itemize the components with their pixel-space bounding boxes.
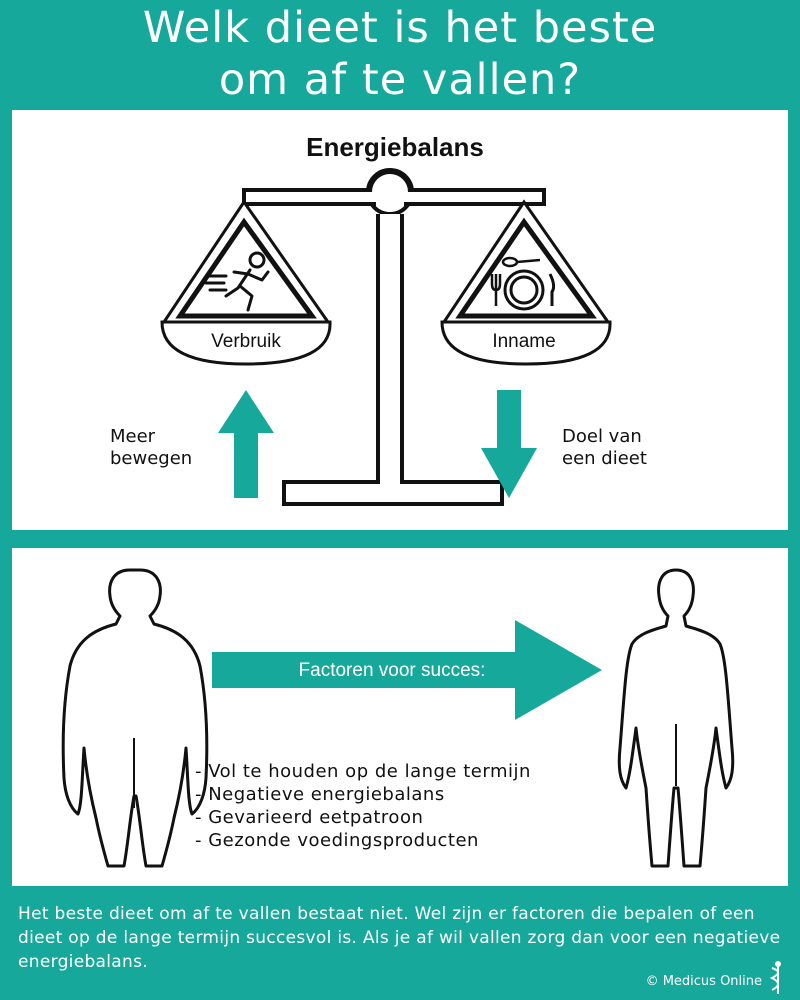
left-arrow-text: Meer bewegen	[110, 426, 192, 470]
plate-cutlery-icon	[490, 256, 556, 311]
scale-pillar	[282, 214, 504, 506]
list-item: - Negatieve energiebalans	[195, 784, 445, 805]
left-arrow-text-line2: bewegen	[110, 448, 193, 469]
body-transformation-illustration: Factoren voor succes:	[61, 568, 735, 868]
left-pan	[160, 199, 332, 366]
right-arrow-text: Doel van een dieet	[562, 426, 647, 470]
left-pan-label: Verbruik	[211, 331, 281, 352]
page-title: Welk dieet is het beste om af te vallen?	[0, 2, 800, 106]
right-arrow-text-line1: Doel van	[562, 426, 642, 447]
footer-text: Het beste dieet om af te vallen bestaat …	[18, 904, 781, 972]
left-arrow-text-line1: Meer	[110, 426, 156, 447]
knob-fill	[370, 172, 410, 212]
slim-body-silhouette	[617, 568, 735, 868]
knob-outline	[368, 170, 412, 193]
runner-icon	[204, 251, 270, 312]
title-line-2: om af te vallen?	[218, 55, 582, 105]
list-item: - Gevarieerd eetpatroon	[195, 807, 424, 828]
success-arrow	[212, 620, 602, 720]
balance-scale-illustration: Energiebalans Verbruik	[160, 132, 612, 506]
right-pan-label: Inname	[492, 331, 555, 352]
up-arrow	[218, 390, 274, 498]
heavy-body-silhouette	[61, 568, 209, 868]
energy-balance-panel: Energiebalans Verbruik	[12, 110, 788, 530]
title-line-1: Welk dieet is het beste	[142, 3, 658, 53]
list-item: - Vol te houden op de lange termijn	[195, 761, 531, 782]
copyright-notice: © Medicus Online	[645, 974, 762, 989]
success-factors-panel: Factoren voor succes: - Vol te houden op…	[12, 548, 788, 886]
success-factors-list: - Vol te houden op de lange termijn - Ne…	[195, 760, 531, 852]
down-arrow	[481, 390, 537, 498]
list-item: - Gezonde voedingsproducten	[195, 830, 479, 851]
right-pan	[440, 199, 612, 366]
beam-outline	[242, 188, 546, 206]
scale-heading: Energiebalans	[306, 132, 484, 162]
caduceus-icon	[769, 961, 781, 994]
right-arrow-text-line2: een dieet	[562, 448, 647, 469]
success-arrow-label: Factoren voor succes:	[299, 660, 486, 681]
